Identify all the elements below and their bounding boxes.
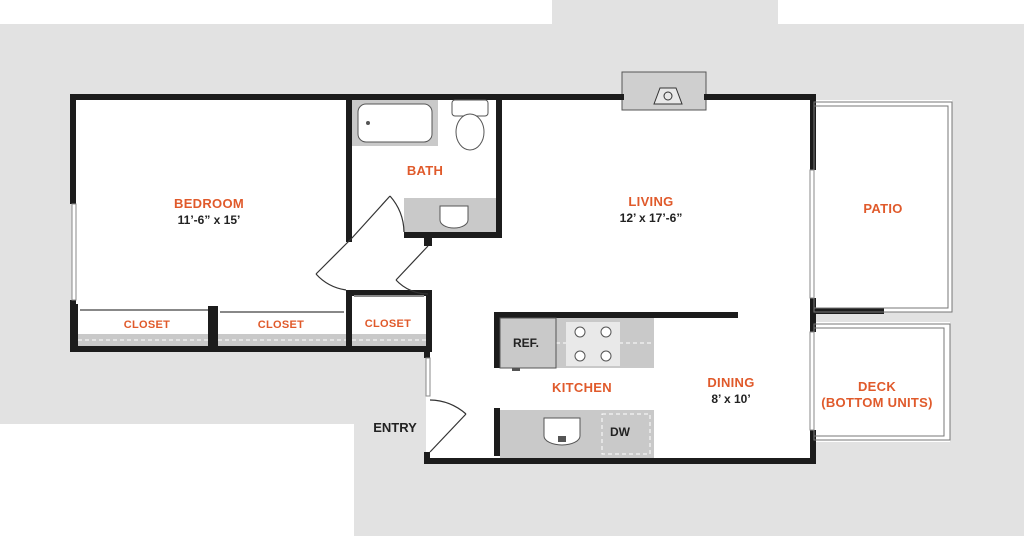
bathtub: [352, 100, 438, 146]
closet-label-3: CLOSET: [364, 318, 412, 330]
bedroom-dimensions: 11’-6” x 15’: [177, 213, 241, 227]
dining-dimensions: 8’ x 10’: [711, 392, 751, 406]
kitchen-label: KITCHEN: [552, 380, 612, 395]
living-dimensions: 12’ x 17’-6”: [619, 211, 683, 225]
living-label: LIVING: [628, 194, 674, 209]
closet-label-2: CLOSET: [257, 319, 305, 331]
closet-label-1: CLOSET: [123, 319, 171, 331]
bedroom-label: BEDROOM: [174, 196, 244, 211]
deck-label: DECK: [857, 379, 897, 394]
fireplace: [621, 71, 707, 111]
walls: [70, 94, 884, 464]
doors: [315, 195, 467, 453]
refrigerator: [499, 317, 557, 371]
refrigerator-label: REF.: [512, 336, 540, 350]
entry-label: ENTRY: [373, 420, 417, 435]
bath-vanity: [404, 198, 496, 232]
dishwasher-label: DW: [610, 425, 630, 439]
deck-sublabel: (BOTTOM UNITS): [821, 395, 933, 410]
toilet: [451, 99, 489, 151]
kitchen-counter-top: [556, 318, 654, 368]
bath-label: BATH: [406, 163, 444, 178]
patio-label: PATIO: [863, 201, 903, 216]
closet-shelves: [78, 295, 426, 346]
kitchen-counter-bottom: [500, 410, 654, 458]
dining-label: DINING: [707, 375, 755, 390]
windows: [71, 169, 815, 431]
